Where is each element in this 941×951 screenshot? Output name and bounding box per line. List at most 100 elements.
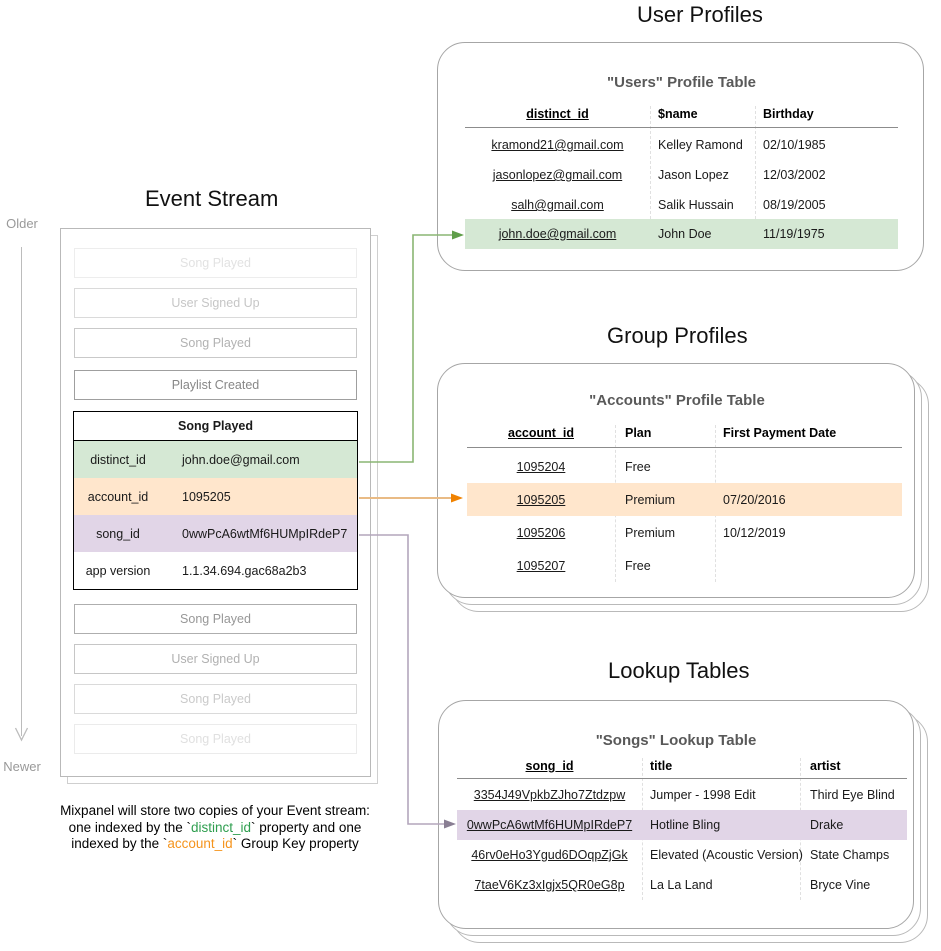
column-header: account_id	[508, 426, 574, 440]
event-property-account-id: account_id 1095205	[74, 478, 357, 515]
songs-table-title: "Songs" Lookup Table	[595, 732, 757, 749]
lookup-tables-title: Lookup Tables	[608, 658, 750, 683]
column-header: Plan	[625, 426, 652, 440]
column-header: song_id	[525, 759, 574, 773]
event-row: User Signed Up	[74, 644, 357, 674]
table-row: salh@gmail.com Salik Hussain 08/19/2005	[465, 190, 898, 220]
distinct-id-cell: kramond21@gmail.com	[491, 138, 624, 152]
users-table-title: "Users" Profile Table	[607, 74, 756, 91]
birthday-cell: 08/19/2005	[763, 198, 826, 212]
songs-header-rule	[457, 778, 907, 779]
property-value: 0wwPcA6wtMf6HUMpIRdeP7	[182, 526, 348, 541]
song-title-cell: Elevated (Acoustic Version)	[650, 848, 803, 862]
table-row-highlighted: john.doe@gmail.com John Doe 11/19/1975	[465, 219, 898, 249]
timeline-line	[21, 247, 22, 736]
song-played-event-card: Song Played distinct_id john.doe@gmail.c…	[73, 411, 358, 590]
column-header: Birthday	[763, 107, 814, 121]
column-header: distinct_id	[526, 107, 589, 121]
property-key: account_id	[87, 489, 149, 504]
song-title-cell: Jumper - 1998 Edit	[650, 788, 756, 802]
table-row: 3354J49VpkbZJho7Ztdzpw Jumper - 1998 Edi…	[457, 780, 907, 810]
account-id-cell: 1095204	[516, 459, 566, 474]
birthday-cell: 11/19/1975	[763, 227, 825, 241]
song-title-cell: La La Land	[650, 878, 713, 892]
song-id-cell: 3354J49VpkbZJho7Ztdzpw	[473, 788, 626, 802]
event-row: Song Played	[74, 248, 357, 278]
accounts-profile-card	[437, 363, 915, 598]
distinct-id-cell: john.doe@gmail.com	[498, 227, 617, 241]
caption-line2-post: ` property and one	[251, 819, 362, 835]
artist-cell: Drake	[810, 818, 844, 832]
table-row: jasonlopez@gmail.com Jason Lopez 12/03/2…	[465, 160, 898, 190]
table-row: 1095207 Free	[467, 549, 902, 582]
property-key: song_id	[96, 526, 140, 541]
diagram-caption: Mixpanel will store two copies of your E…	[15, 803, 415, 853]
birthday-cell: 02/10/1985	[763, 138, 826, 152]
event-card-title: Song Played	[74, 412, 357, 441]
table-row-highlighted: 1095205 Premium 07/20/2016	[467, 483, 902, 516]
event-row: Song Played	[74, 328, 357, 358]
user-profiles-title: User Profiles	[637, 2, 763, 27]
plan-cell: Free	[625, 459, 651, 474]
property-key: app version	[85, 563, 151, 578]
column-header: artist	[810, 759, 841, 773]
event-row: Song Played	[74, 604, 357, 634]
newer-label: Newer	[3, 759, 41, 774]
property-value: 1.1.34.694.gac68a2b3	[182, 563, 307, 578]
table-row: 46rv0eHo3Ygud6DOqpZjGk Elevated (Acousti…	[457, 840, 907, 870]
event-row: Song Played	[74, 684, 357, 714]
song-id-cell: 7taeV6Kz3xIgjx5QR0eG8p	[474, 878, 625, 892]
caption-line1: Mixpanel will store two copies of your E…	[60, 803, 370, 818]
name-cell: John Doe	[658, 227, 712, 241]
plan-cell: Premium	[625, 492, 676, 507]
event-row: Playlist Created	[74, 370, 357, 400]
artist-cell: Third Eye Blind	[810, 788, 895, 802]
property-value: 1095205	[182, 489, 231, 504]
distinct-id-cell: salh@gmail.com	[511, 198, 604, 212]
first-payment-date-cell: 10/12/2019	[723, 525, 786, 540]
account-id-keyword: account_id	[167, 836, 233, 851]
property-value: john.doe@gmail.com	[182, 452, 300, 467]
song-id-cell: 0wwPcA6wtMf6HUMpIRdeP7	[466, 818, 633, 832]
song-title-cell: Hotline Bling	[650, 818, 721, 832]
table-row: 1095206 Premium 10/12/2019	[467, 516, 902, 549]
event-property-app-version: app version 1.1.34.694.gac68a2b3	[74, 552, 357, 589]
event-stream-title: Event Stream	[145, 186, 279, 211]
users-header-rule	[465, 127, 898, 128]
account-id-cell: 1095207	[516, 558, 566, 573]
accounts-table-title: "Accounts" Profile Table	[589, 392, 765, 409]
table-row: 7taeV6Kz3xIgjx5QR0eG8p La La Land Bryce …	[457, 870, 907, 900]
users-table-header-row: distinct_id $name Birthday	[465, 104, 898, 124]
birthday-cell: 12/03/2002	[763, 168, 826, 182]
account-id-cell: 1095205	[516, 492, 566, 507]
accounts-header-rule	[467, 447, 902, 448]
caption-line3-post: ` Group Key property	[232, 836, 359, 851]
table-row: kramond21@gmail.com Kelley Ramond 02/10/…	[465, 130, 898, 160]
song-id-cell: 46rv0eHo3Ygud6DOqpZjGk	[471, 848, 628, 862]
first-payment-date-cell: 07/20/2016	[723, 492, 786, 507]
name-cell: Jason Lopez	[658, 168, 729, 182]
users-column-divider	[650, 106, 651, 249]
account-id-cell: 1095206	[516, 525, 566, 540]
event-row: User Signed Up	[74, 288, 357, 318]
older-label: Older	[6, 216, 38, 231]
name-cell: Kelley Ramond	[658, 138, 743, 152]
group-profiles-title: Group Profiles	[607, 323, 748, 348]
column-header: First Payment Date	[723, 426, 837, 440]
distinct-id-keyword: distinct_id	[190, 819, 252, 835]
column-header: $name	[658, 107, 698, 121]
event-row: Song Played	[74, 724, 357, 754]
artist-cell: State Champs	[810, 848, 890, 862]
table-row-highlighted: 0wwPcA6wtMf6HUMpIRdeP7 Hotline Bling Dra…	[457, 810, 907, 840]
name-cell: Salik Hussain	[658, 198, 734, 212]
plan-cell: Premium	[625, 525, 676, 540]
table-row: 1095204 Free	[467, 450, 902, 483]
property-key: distinct_id	[90, 452, 146, 467]
artist-cell: Bryce Vine	[810, 878, 871, 892]
caption-line2-pre: one indexed by the `	[68, 819, 191, 835]
caption-line3-pre: indexed by the `	[71, 836, 168, 851]
distinct-id-cell: jasonlopez@gmail.com	[492, 168, 623, 182]
event-property-distinct-id: distinct_id john.doe@gmail.com	[74, 441, 357, 478]
column-header: title	[650, 759, 673, 773]
